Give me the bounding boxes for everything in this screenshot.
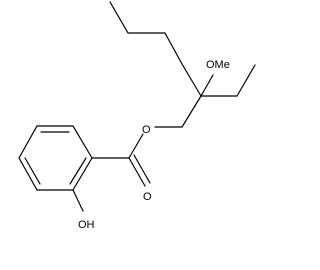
- carbonyl-double-bond-a: [128, 157, 146, 187]
- methoxy-label: OMe: [206, 59, 230, 71]
- hydroxyl-bond: [72, 189, 84, 212]
- ethyl-bond-2: [236, 64, 256, 97]
- hydroxyl-label: OH: [78, 219, 95, 231]
- butyl-bond-4: [109, 1, 129, 34]
- butyl-bond-1: [181, 63, 202, 97]
- methoxy-bond: [200, 74, 214, 97]
- carbonyl-oxygen-label: O: [143, 191, 152, 203]
- ch2-to-quaternary-bond: [181, 95, 202, 128]
- ester-oxygen-label: O: [142, 124, 151, 136]
- butyl-bond-2: [164, 32, 183, 65]
- carbonyl-double-bond-b: [133, 154, 151, 184]
- carbonyl-to-ester-oxygen-bond: [128, 133, 144, 159]
- chemical-structure: OH O O OMe: [18, 1, 256, 231]
- benzene-ring: [18, 125, 93, 191]
